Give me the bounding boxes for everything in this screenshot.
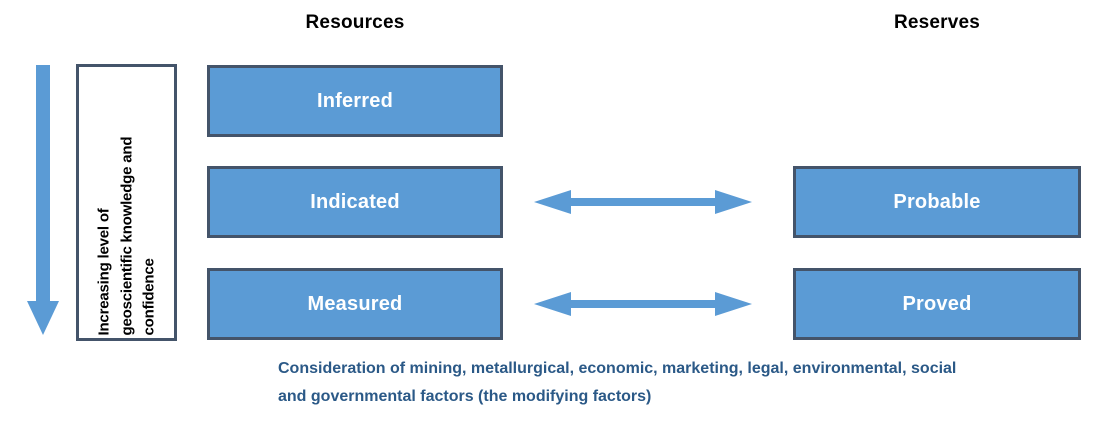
resource-box-measured-label: Measured: [307, 292, 403, 315]
modifying-factors-note: Consideration of mining, metallurgical, …: [278, 360, 957, 405]
resource-box-measured: Measured: [207, 268, 503, 340]
resource-box-inferred: Inferred: [207, 65, 503, 137]
knowledge-axis-box: Increasing level of geoscientific knowle…: [76, 64, 177, 341]
resources-column-title: Resources: [305, 12, 405, 33]
knowledge-axis-label: Increasing level of geoscientific knowle…: [94, 136, 157, 335]
left-right-arrow-icon: [534, 292, 752, 316]
resource-box-indicated: Indicated: [207, 166, 503, 238]
reserve-box-probable: Probable: [793, 166, 1081, 238]
resource-box-indicated-label: Indicated: [310, 190, 400, 213]
down-arrow-icon: [27, 65, 59, 335]
reserve-box-probable-label: Probable: [893, 190, 981, 213]
resource-box-inferred-label: Inferred: [316, 89, 394, 112]
left-right-arrow-icon: [534, 190, 752, 214]
reserve-box-proved-label: Proved: [902, 292, 972, 315]
reserve-box-proved: Proved: [793, 268, 1081, 340]
reserves-column-title: Reserves: [893, 12, 981, 33]
